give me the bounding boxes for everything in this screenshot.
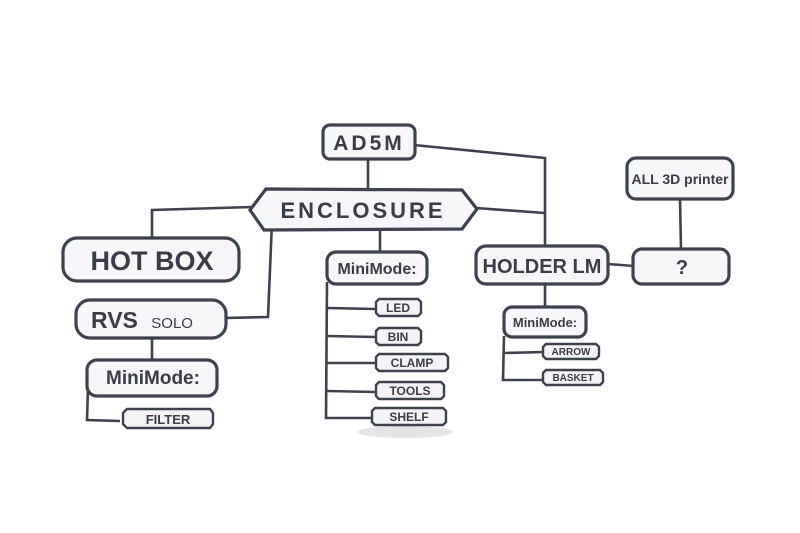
arrow-label: ARROW xyxy=(552,347,591,358)
svg-text:RVS SOLO: RVS SOLO xyxy=(91,307,193,333)
led-label: LED xyxy=(386,301,410,315)
wire-enclosure-mm-rail xyxy=(324,281,372,420)
bin-label: BIN xyxy=(388,330,409,344)
enclosure-label: ENCLOSURE xyxy=(280,198,445,223)
wire-allprinter-unknown xyxy=(678,198,683,250)
clamp-label: CLAMP xyxy=(391,356,434,370)
node-bin: BIN xyxy=(374,326,423,347)
node-hotbox-minimode: MiniMode: xyxy=(85,358,219,398)
node-hotbox: HOT BOX xyxy=(61,236,241,283)
enclosure-minimode-label: MiniMode: xyxy=(337,261,416,278)
unknown-label: ? xyxy=(676,257,688,279)
node-enclosure-minimode: MiniMode: xyxy=(325,250,429,286)
wire-holder-mm-rail xyxy=(501,335,544,382)
all-printer-label: ALL 3D printer xyxy=(632,171,730,187)
node-holder-lm: HOLDER LM xyxy=(474,244,610,286)
node-unknown: ? xyxy=(631,247,731,286)
wire-enclosure-rvs xyxy=(223,221,274,320)
ad5m-label: AD5M xyxy=(333,132,405,155)
node-ad5m: AD5M xyxy=(321,123,417,161)
node-led: LED xyxy=(374,297,423,318)
rvs-label: RVS xyxy=(91,307,138,333)
wire-branch-arrow xyxy=(503,350,545,355)
wire-branch-bin xyxy=(326,334,377,339)
wire-enclosure-hotbox xyxy=(150,205,253,238)
hotbox-label: HOT BOX xyxy=(90,246,213,276)
node-all-3d-printer: ALL 3D printer xyxy=(625,156,735,201)
node-filter: FILTER xyxy=(121,407,215,430)
node-clamp: CLAMP xyxy=(374,352,450,373)
wire-ad5m-holder xyxy=(413,143,547,246)
connectors xyxy=(85,143,683,423)
tools-label: TOOLS xyxy=(389,384,430,398)
wire-branch-led xyxy=(326,306,377,311)
node-arrow: ARROW xyxy=(541,342,601,361)
basket-label: BASKET xyxy=(552,373,593,384)
wire-holder-unknown xyxy=(607,262,635,268)
node-enclosure: ENCLOSURE xyxy=(248,187,480,232)
shelf-label: SHELF xyxy=(389,410,428,424)
holder-label: HOLDER LM xyxy=(483,256,602,278)
node-rvs-solo: RVS SOLO xyxy=(74,298,228,340)
hotbox-minimode-label: MiniMode: xyxy=(106,368,200,389)
wire-branch-tools xyxy=(326,389,377,394)
holder-minimode-label: MiniMode: xyxy=(513,315,577,330)
shadow xyxy=(357,426,453,438)
node-basket: BASKET xyxy=(541,368,605,387)
filter-label: FILTER xyxy=(146,412,191,427)
wire-enclosure-holder xyxy=(475,206,546,215)
node-shelf: SHELF xyxy=(370,406,448,427)
node-holder-minimode: MiniMode: xyxy=(502,305,588,339)
node-tools: TOOLS xyxy=(374,380,446,401)
solo-label: SOLO xyxy=(151,315,193,332)
wire-hotbox-mm-rail xyxy=(85,387,121,423)
